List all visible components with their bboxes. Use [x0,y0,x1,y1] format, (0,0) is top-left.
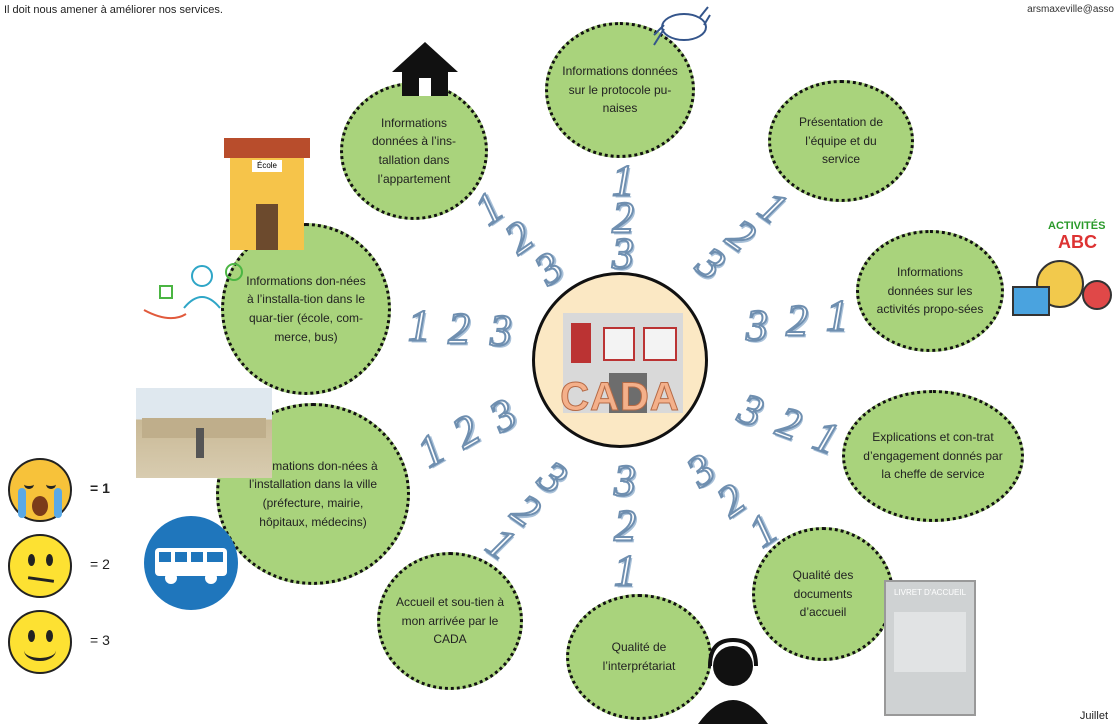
scale-r-3: 3 [745,300,769,351]
scale-bl-3: 3 [529,450,577,505]
scale-rl-2: 2 [769,396,808,452]
legend-label-3: = 3 [90,632,110,648]
cada-label: CADA [560,375,680,420]
doctor-services-icon [143,263,243,320]
scale-rl-1: 1 [806,410,845,466]
bubble-punaises: Informations données sur le protocole pu… [545,22,695,158]
bedbug-icon [653,6,711,46]
bubble-quartier: Informations don-nées à l’installa-tion … [221,223,391,395]
scale-l-1: 1 [407,300,431,351]
bubble-equipe: Présentation de l’équipe et du service [768,80,914,202]
city-photo [136,388,272,478]
bubble-accueil: Accueil et sou-tien à mon arrivée par le… [377,552,523,690]
activities-image: ACTIVITÉS ABC [1008,220,1116,340]
scale-br-1: 1 [739,503,787,558]
school-image: École [224,138,310,250]
booklet-title: LIVRET D'ACCUEIL [893,588,967,597]
scale-ll-2: 2 [443,404,489,459]
email-text: arsmaxeville@asso [1027,4,1114,15]
scale-tr-1: 1 [749,180,797,235]
intro-text: Il doit nous amener à améliorer nos serv… [4,4,223,16]
booklet-image: LIVRET D'ACCUEIL [884,580,976,716]
scale-ll-3: 3 [480,388,526,443]
bubble-appartement: Informations données à l’ins-tallation d… [340,82,488,220]
bus-icon [144,516,238,610]
scale-top-3: 3 [611,228,635,279]
legend-label-2: = 2 [90,556,110,572]
scale-b-2: 2 [613,500,637,551]
bubble-interpretariat: Qualité de l’interprétariat [566,594,712,720]
scale-l-3: 3 [489,305,513,356]
smiling-face-icon [8,610,72,674]
scale-r-1: 1 [825,290,849,341]
bubble-activites: Informations données sur les activités p… [856,230,1004,352]
footer-date: Juillet [1079,710,1108,722]
activities-title: ACTIVITÉS [1048,220,1106,232]
cada-building-photo [563,313,683,413]
house-icon [392,42,458,96]
cada-center-circle: CADA [532,272,708,448]
scale-b-1: 1 [613,545,637,596]
scale-tl-3: 3 [525,241,573,296]
scale-rl-3: 3 [731,383,770,439]
bubble-documents: Qualité des documents d’accueil [752,527,894,661]
crying-face-icon [8,458,72,522]
headset-person-icon [698,637,768,724]
school-sign: École [252,160,282,172]
legend-label-1: = 1 [90,480,110,496]
scale-top-1: 1 [611,155,635,206]
scale-r-2: 2 [785,295,809,346]
bubble-engagement: Explications et con-trat d’engagement do… [842,390,1024,522]
scale-ll-1: 1 [408,423,454,478]
scale-b-3: 3 [613,455,637,506]
neutral-face-icon [8,534,72,598]
scale-l-2: 2 [447,303,471,354]
scale-top-2: 2 [611,192,635,243]
abc-text: ABC [1058,232,1097,252]
